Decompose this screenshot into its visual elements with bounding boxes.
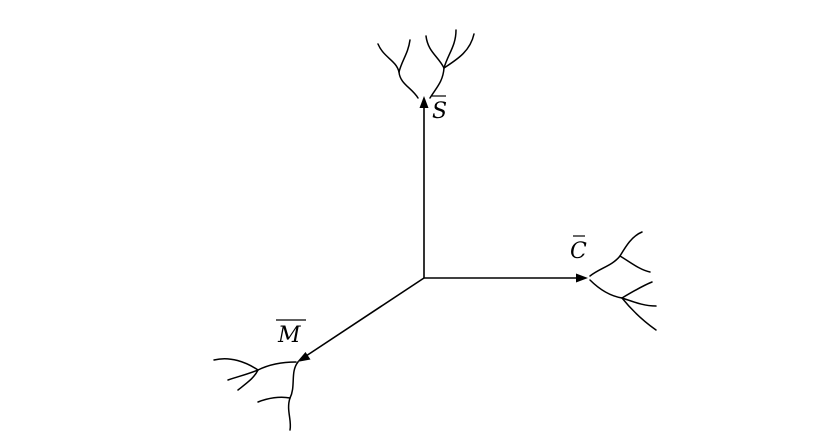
tree-c-branch [621, 281, 653, 299]
tree-s-branch [429, 67, 445, 99]
tree-s-branch [377, 43, 400, 73]
tree-s-branch [443, 33, 475, 69]
tree-s-branch [443, 29, 457, 69]
axis-m-line [305, 277, 425, 357]
axis-s-arrowhead [419, 96, 429, 108]
tree-m-branch [287, 397, 292, 431]
axis-s: S [377, 29, 475, 278]
tree-c-branch [589, 279, 623, 299]
tree-m-branch [227, 369, 259, 381]
tree-m [213, 358, 299, 431]
tree-s-branch [425, 35, 445, 69]
tree-c-branch [621, 297, 657, 307]
tree-m-branch [289, 361, 299, 399]
tree-c-branch [619, 255, 651, 273]
tree-s-branch [398, 71, 419, 99]
tree-s-branch [398, 39, 411, 73]
label-s: S [432, 99, 447, 124]
label-m: M [277, 323, 301, 348]
tree-c-branch [621, 297, 657, 331]
axis-m: M [213, 277, 425, 431]
tree-s [377, 29, 475, 99]
tree-m-branch [257, 396, 291, 403]
tree-m-branch [237, 369, 259, 391]
axis-c: C [424, 231, 657, 331]
tree-c-branch [619, 231, 643, 257]
axis-c-arrowhead [576, 273, 588, 283]
tree-c [589, 231, 657, 331]
tree-c-branch [589, 255, 621, 277]
tree-m-branch [213, 358, 259, 371]
axis-m-arrowhead [297, 352, 311, 362]
label-c: C [570, 239, 587, 264]
tree-m-branch [257, 361, 297, 371]
